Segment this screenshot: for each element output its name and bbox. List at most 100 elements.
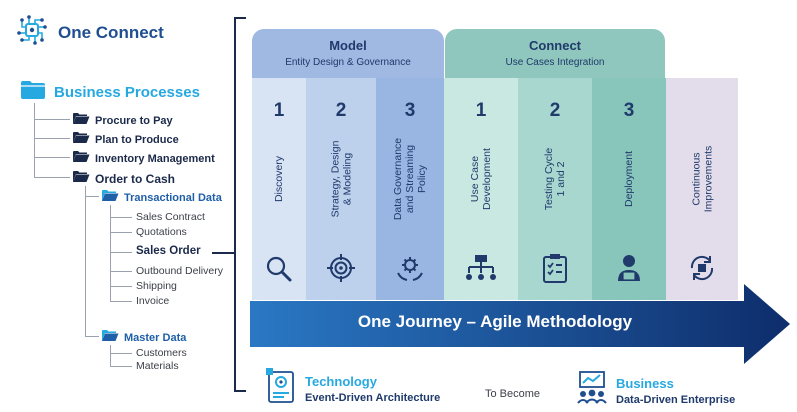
tree-line [34,177,70,178]
journey-arrow [250,284,790,364]
phase-number: 2 [549,100,561,121]
technology-icon [266,368,296,409]
tree-line [34,138,70,139]
tree-line [85,196,99,197]
tree-item-label: Order to Cash [95,172,176,186]
phase-label: Discovery [273,155,285,203]
phase-column-continuous: Continuous Improvements [666,78,738,300]
business-block: Business Data-Driven Enterprise [616,376,735,406]
phase-column-data-governance: 3 Data Governance and Streaming Policy [376,78,444,300]
checklist-icon [541,253,569,288]
phase-number: 3 [404,100,416,121]
tree-line [110,205,111,301]
tree-item-label: Customers [136,347,187,359]
phase-number: 1 [475,100,487,121]
tree-line [110,271,132,272]
folder-open-icon [101,329,119,347]
business-subtitle: Data-Driven Enterprise [616,394,736,406]
tree-line [34,103,35,177]
phase-label: Use Case Development [469,148,493,210]
tree-item-label: Procure to Pay [95,115,173,127]
tree-line [85,336,99,337]
tree-item-plan-to-produce[interactable]: Plan to Produce [72,131,179,149]
phase-column-discovery: 1 Discovery [252,78,306,300]
tree-item-label: Shipping [136,280,177,292]
tree-line [110,301,132,302]
technology-block: Technology Event-Driven Architecture [305,374,440,404]
tree-item-label: Transactional Data [124,192,222,204]
tree-item-label: Inventory Management [95,153,215,165]
folder-icon [20,80,46,105]
business-processes-label: Business Processes [54,84,200,101]
folder-open-icon [72,112,90,130]
phase-number: 3 [623,100,635,121]
sales-order-connector [212,252,234,254]
tree-line [110,353,132,354]
section-bracket [234,17,246,392]
folder-open-icon [72,150,90,168]
cycle-box-icon [687,253,717,288]
tree-item-materials[interactable]: Materials [136,360,179,372]
model-subtitle: Entity Design & Governance [285,57,411,68]
tree-item-label: Outbound Delivery [136,265,223,277]
tree-item-label: Sales Order [136,245,201,257]
tree-item-outbound-delivery[interactable]: Outbound Delivery [136,265,223,277]
tree-line [110,217,132,218]
tree-line [110,366,132,367]
phase-label: Data Governance and Streaming Policy [392,137,428,221]
tree-item-master-data[interactable]: Master Data [101,329,186,347]
phase-label: Strategy, Design & Modeling [329,140,353,218]
phase-number: 1 [273,100,285,121]
gear-hands-icon [395,253,425,288]
tree-item-procure-to-pay[interactable]: Procure to Pay [72,112,173,130]
tree-item-inventory-management[interactable]: Inventory Management [72,150,215,168]
phase-label: Deployment [623,150,635,208]
tree-item-label: Materials [136,360,179,372]
tree-item-customers[interactable]: Customers [136,347,187,359]
tree-line [110,252,132,253]
hierarchy-icon [465,253,497,288]
tree-item-invoice[interactable]: Invoice [136,295,169,307]
tree-item-label: Sales Contract [136,211,205,223]
phase-label: Testing Cycle 1 and 2 [542,147,567,211]
tree-item-sales-order[interactable]: Sales Order [136,245,201,257]
brand-name: One Connect [58,22,164,42]
tree-item-label: Quotations [136,226,187,238]
tree-item-quotations[interactable]: Quotations [136,226,187,238]
brand: One Connect [14,12,164,53]
connect-group-header: Connect Use Cases Integration [445,29,665,78]
tree-line [110,232,132,233]
phase-label: Continuous Improvements [690,145,714,213]
phase-column-deployment: 3 Deployment [592,78,666,300]
cpu-network-icon [14,12,50,53]
business-title: Business [616,376,674,391]
tree-item-label: Plan to Produce [95,134,179,146]
folder-open-icon [72,131,90,149]
journey-banner-text: One Journey – Agile Methodology [357,312,633,331]
tree-item-sales-contract[interactable]: Sales Contract [136,211,205,223]
connect-title: Connect [529,38,581,53]
folder-open-icon [72,170,90,188]
phase-number: 2 [335,100,347,121]
tree-item-shipping[interactable]: Shipping [136,280,177,292]
tree-line [34,119,70,120]
phase-column-testing: 2 Testing Cycle 1 and 2 [518,78,592,300]
tree-item-label: Master Data [124,332,187,344]
tree-line [34,157,70,158]
business-group-icon [575,370,609,409]
technology-subtitle: Event-Driven Architecture [305,392,441,404]
developer-icon [615,253,643,288]
to-become-label: To Become [485,388,541,400]
phase-column-strategy: 2 Strategy, Design & Modeling [306,78,376,300]
technology-title: Technology [305,374,377,389]
model-title: Model [329,38,367,53]
tree-item-order-to-cash[interactable]: Order to Cash [72,170,175,188]
model-group-header: Model Entity Design & Governance [252,29,444,78]
business-processes-title: Business Processes [20,80,200,105]
phase-column-use-case: 1 Use Case Development [444,78,518,300]
tree-item-transactional-data[interactable]: Transactional Data [101,189,222,207]
tree-line [110,286,132,287]
magnifier-icon [265,255,293,288]
tree-line [85,186,86,336]
tree-line [110,345,111,366]
